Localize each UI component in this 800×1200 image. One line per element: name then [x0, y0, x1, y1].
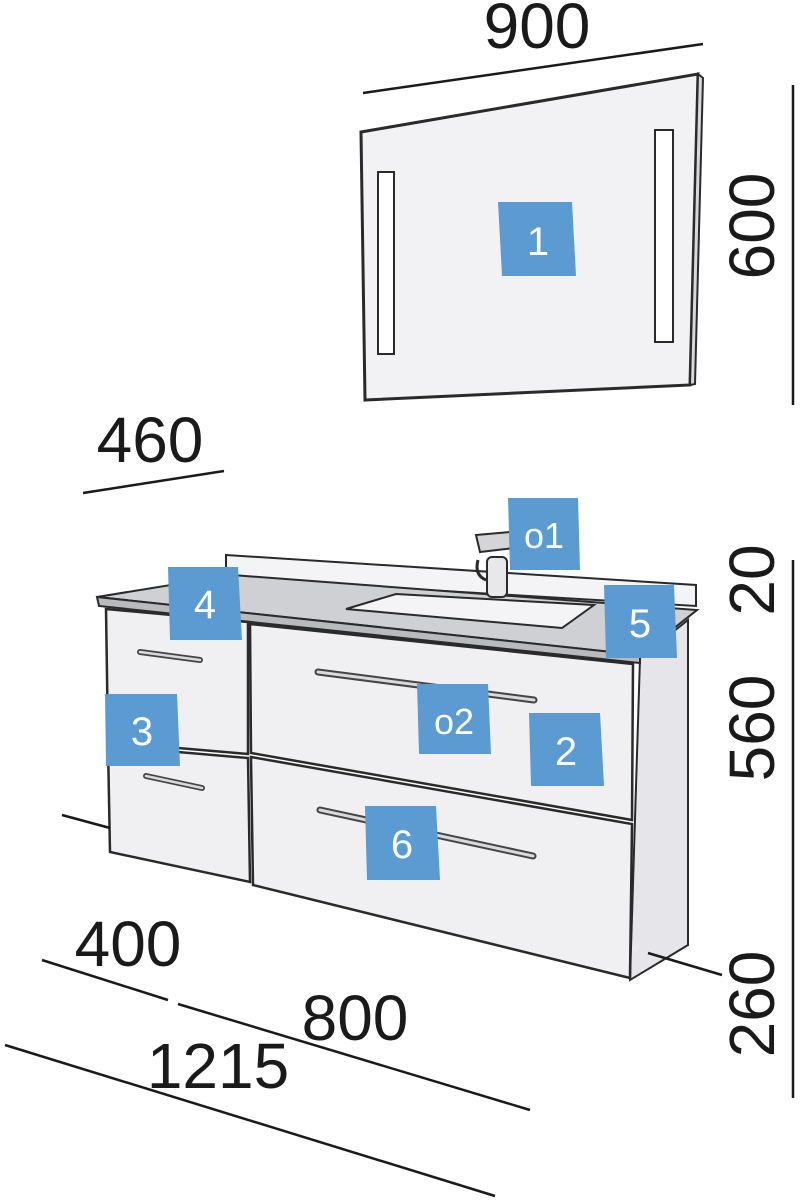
right-width-label: 800	[302, 982, 409, 1054]
badge-2: 2	[529, 713, 604, 786]
svg-text:2: 2	[555, 730, 577, 774]
svg-text:1: 1	[527, 220, 549, 264]
depth-label: 460	[97, 404, 204, 476]
cabinet-height-label: 560	[716, 675, 788, 782]
right-width-line	[177, 1002, 531, 1112]
mirror-width-line	[362, 42, 704, 95]
badge-4: 4	[168, 567, 242, 640]
svg-text:5: 5	[629, 602, 651, 646]
mirror-light-right	[654, 129, 674, 343]
svg-text:o2: o2	[434, 701, 474, 742]
left-drawer-bottom	[106, 744, 252, 884]
depth-line	[82, 469, 225, 495]
mirror-width-label: 900	[484, 0, 591, 62]
faucet	[474, 530, 516, 598]
badge-6: 6	[365, 806, 440, 880]
total-width-label: 1215	[147, 1030, 289, 1102]
svg-text:3: 3	[131, 710, 153, 754]
mirror-height-label: 600	[716, 173, 788, 280]
left-width-label: 400	[75, 908, 182, 980]
wall-line-right	[647, 951, 723, 977]
badge-5: 5	[604, 585, 677, 658]
floor-clearance-label: 260	[716, 951, 788, 1058]
top-thickness-label: 20	[716, 544, 788, 615]
svg-text:o1: o1	[524, 515, 564, 556]
mirror-light-left	[377, 171, 395, 355]
total-width-line	[4, 1043, 496, 1198]
wall-line-left	[61, 813, 111, 830]
cabinet-side	[628, 617, 689, 982]
badge-3: 3	[105, 694, 180, 766]
left-width-line	[41, 958, 169, 1002]
badge-o2: o2	[417, 684, 491, 754]
badge-o1: o1	[508, 498, 580, 570]
badge-1: 1	[498, 202, 576, 276]
svg-text:6: 6	[391, 823, 413, 867]
basin	[345, 592, 597, 630]
svg-text:4: 4	[194, 583, 216, 627]
